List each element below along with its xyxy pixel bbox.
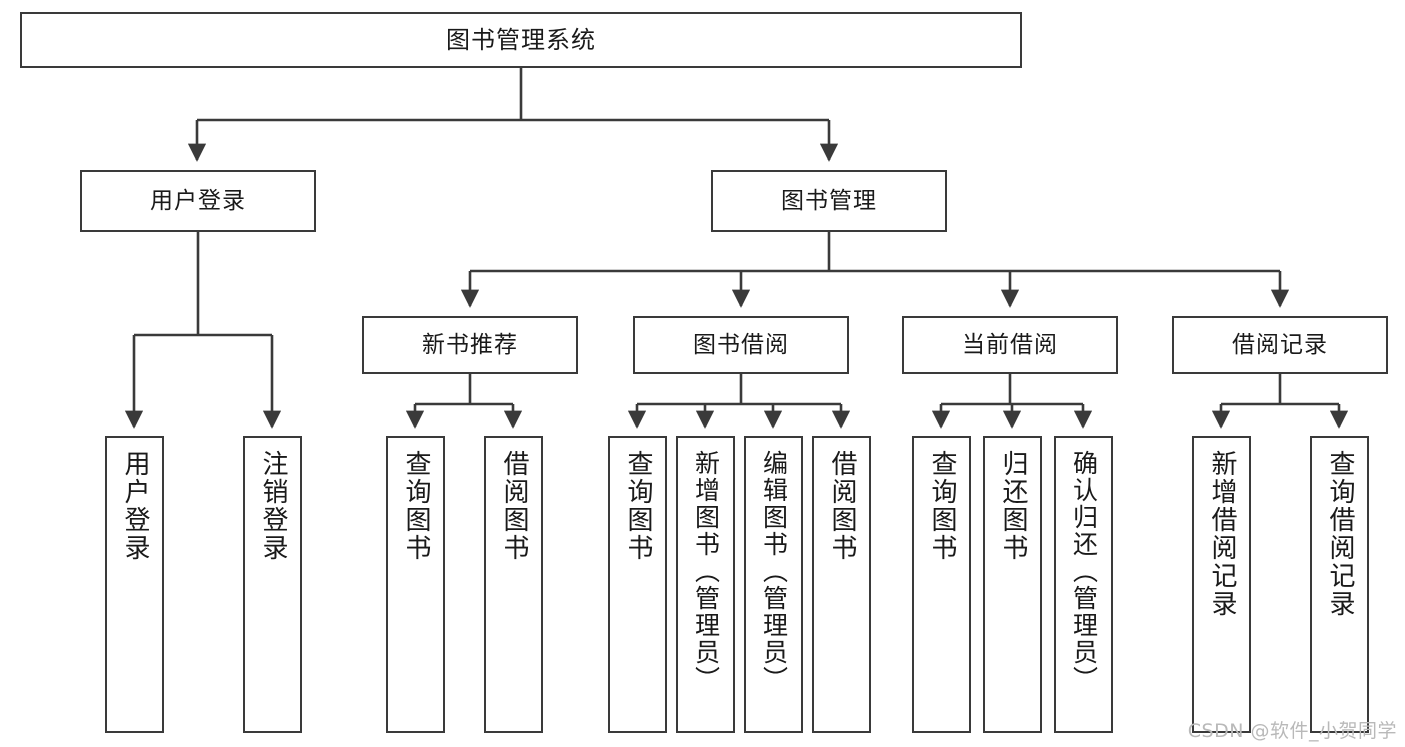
- node-label: 当前借阅: [962, 331, 1058, 358]
- node-leaf-query-book-current[interactable]: 查询图书: [912, 436, 971, 733]
- node-leaf-borrow-book-recommend[interactable]: 借阅图书: [484, 436, 543, 733]
- node-current-borrow[interactable]: 当前借阅: [902, 316, 1118, 374]
- node-label: 查询图书: [927, 450, 958, 562]
- node-book-manage[interactable]: 图书管理: [711, 170, 947, 232]
- node-label: 借阅记录: [1232, 331, 1328, 358]
- node-leaf-query-borrow-record[interactable]: 查询借阅记录: [1310, 436, 1369, 733]
- node-label: 用户登录: [150, 187, 246, 214]
- node-label: 查询图书: [401, 450, 432, 562]
- node-leaf-add-book-admin[interactable]: 新增图书（管理员）: [676, 436, 735, 733]
- node-root-system[interactable]: 图书管理系统: [20, 12, 1022, 68]
- node-label: 图书管理系统: [446, 26, 596, 54]
- node-label: 编辑图书（管理员）: [759, 450, 789, 693]
- csdn-watermark: CSDN @软件_小贺同学: [1187, 720, 1397, 742]
- node-label: 用户登录: [120, 450, 151, 562]
- node-label: 注销登录: [258, 450, 289, 562]
- node-label: 借阅图书: [827, 450, 858, 562]
- node-user-login[interactable]: 用户登录: [80, 170, 316, 232]
- node-label: 确认归还（管理员）: [1069, 450, 1099, 693]
- node-leaf-query-book-borrow[interactable]: 查询图书: [608, 436, 667, 733]
- node-label: 查询借阅记录: [1325, 450, 1356, 618]
- node-label: 借阅图书: [499, 450, 530, 562]
- node-leaf-edit-book-admin[interactable]: 编辑图书（管理员）: [744, 436, 803, 733]
- node-leaf-user-login[interactable]: 用户登录: [105, 436, 164, 733]
- node-leaf-confirm-return-admin[interactable]: 确认归还（管理员）: [1054, 436, 1113, 733]
- node-label: 归还图书: [998, 450, 1029, 562]
- node-label: 查询图书: [623, 450, 654, 562]
- node-label: 新增图书（管理员）: [691, 450, 721, 693]
- node-leaf-add-borrow-record[interactable]: 新增借阅记录: [1192, 436, 1251, 733]
- node-leaf-query-book-recommend[interactable]: 查询图书: [386, 436, 445, 733]
- node-borrow-record[interactable]: 借阅记录: [1172, 316, 1388, 374]
- node-leaf-user-logout[interactable]: 注销登录: [243, 436, 302, 733]
- node-label: 图书借阅: [693, 331, 789, 358]
- node-leaf-return-book[interactable]: 归还图书: [983, 436, 1042, 733]
- node-label: 新书推荐: [422, 331, 518, 358]
- node-new-book-recommend[interactable]: 新书推荐: [362, 316, 578, 374]
- node-label: 图书管理: [781, 187, 877, 214]
- node-label: 新增借阅记录: [1207, 450, 1238, 618]
- node-leaf-borrow-book[interactable]: 借阅图书: [812, 436, 871, 733]
- node-book-borrow[interactable]: 图书借阅: [633, 316, 849, 374]
